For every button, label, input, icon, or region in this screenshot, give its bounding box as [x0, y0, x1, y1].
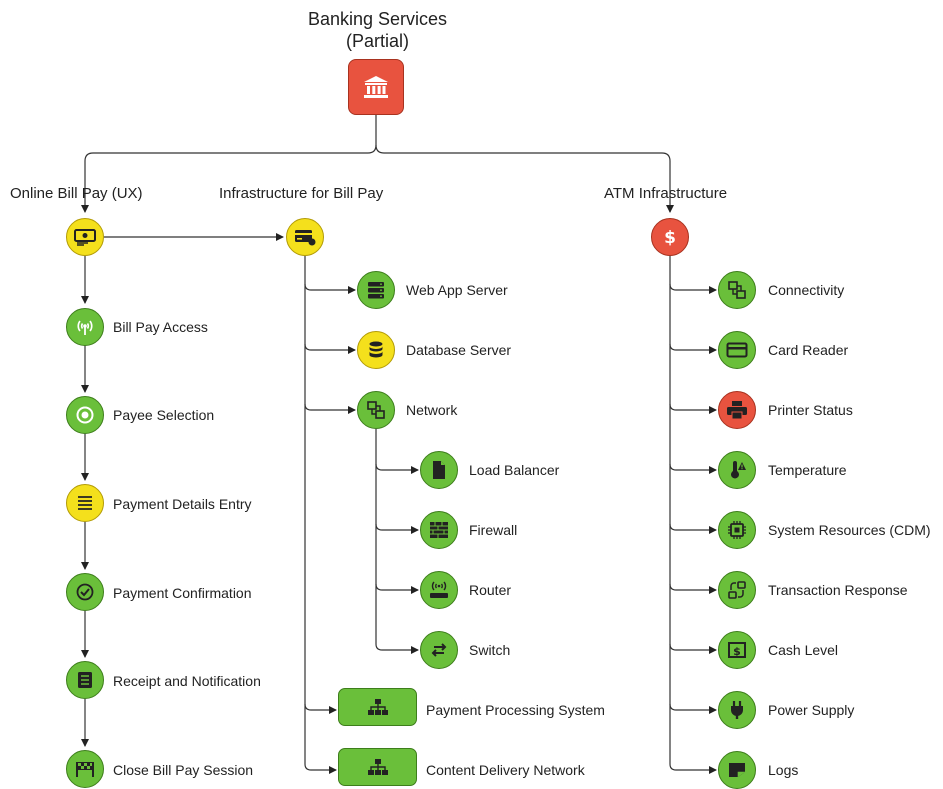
hub-online-bill-pay[interactable] [66, 218, 104, 256]
network-icon [367, 401, 385, 419]
credit-card-cash-icon [295, 230, 316, 246]
label-printer-status: Printer Status [768, 402, 853, 418]
signal-icon [77, 320, 93, 335]
check-icon [76, 583, 94, 601]
lines-icon [78, 496, 92, 510]
node-transaction-response[interactable] [718, 571, 756, 609]
label-card-reader: Card Reader [768, 342, 849, 358]
label-temperature: Temperature [768, 462, 847, 478]
note-icon [729, 763, 745, 777]
bank-icon [364, 76, 388, 98]
column-header-infra: Infrastructure for Bill Pay [219, 185, 384, 202]
money-icon [74, 229, 96, 246]
label-bill-pay-access: Bill Pay Access [113, 319, 208, 335]
label-web-app-server: Web App Server [406, 282, 508, 298]
root-node-banking-services[interactable] [348, 59, 404, 115]
node-network[interactable] [357, 391, 395, 429]
dollar-icon: $ [664, 228, 676, 248]
label-firewall: Firewall [469, 522, 518, 538]
label-cash-level: Cash Level [768, 642, 839, 658]
label-content-delivery-network: Content Delivery Network [426, 762, 585, 778]
node-temperature[interactable] [718, 451, 756, 489]
label-router: Router [469, 582, 512, 598]
node-web-app-server[interactable] [357, 271, 395, 309]
label-close-bill-pay-session: Close Bill Pay Session [113, 762, 254, 778]
node-printer-status[interactable] [718, 391, 756, 429]
label-payee-selection: Payee Selection [113, 407, 215, 423]
label-connectivity: Connectivity [768, 282, 845, 298]
node-load-balancer[interactable] [420, 451, 458, 489]
hub-infrastructure[interactable] [286, 218, 324, 256]
node-system-resources[interactable] [718, 511, 756, 549]
svg-text:$: $ [733, 645, 741, 658]
node-cash-level[interactable]: $ [718, 631, 756, 669]
hub-atm[interactable]: $ [651, 218, 689, 256]
label-payment-details-entry: Payment Details Entry [113, 496, 252, 512]
title-line-1: Banking Services [307, 9, 448, 29]
label-receipt-notification: Receipt and Notification [113, 673, 261, 689]
label-database-server: Database Server [406, 342, 512, 358]
node-firewall[interactable] [420, 511, 458, 549]
node-card-reader[interactable] [718, 331, 756, 369]
target-icon [76, 406, 94, 424]
node-database-server[interactable] [357, 331, 395, 369]
thermometer-icon [731, 461, 746, 479]
cpu-icon [728, 521, 746, 539]
credit-card-icon [726, 342, 748, 358]
label-payment-confirmation: Payment Confirmation [113, 585, 252, 601]
printer-icon [727, 401, 747, 420]
node-payee-selection[interactable] [66, 396, 104, 434]
label-power-supply: Power Supply [768, 702, 855, 718]
label-system-resources: System Resources (CDM) [768, 522, 931, 538]
network-icon [728, 281, 746, 299]
exchange-icon [728, 581, 746, 599]
node-payment-processing-system[interactable] [338, 688, 417, 726]
diagram-title: Banking Services (Partial) [275, 8, 480, 52]
plug-icon [731, 701, 743, 719]
finish-flag-icon [76, 762, 94, 777]
label-load-balancer: Load Balancer [469, 462, 560, 478]
node-content-delivery-network[interactable] [338, 748, 417, 786]
firewall-icon [430, 522, 448, 538]
node-receipt-notification[interactable] [66, 661, 104, 699]
router-icon [430, 581, 448, 598]
switch-icon [431, 643, 447, 657]
cash-icon: $ [728, 642, 746, 658]
label-switch: Switch [469, 642, 511, 658]
column-header-atm: ATM Infrastructure [604, 185, 728, 202]
hierarchy-icon [367, 759, 388, 775]
column-header-online: Online Bill Pay (UX) [10, 185, 143, 202]
label-transaction-response: Transaction Response [768, 582, 908, 598]
label-logs: Logs [768, 762, 799, 778]
title-line-2: (Partial) [345, 31, 409, 51]
node-router[interactable] [420, 571, 458, 609]
node-connectivity[interactable] [718, 271, 756, 309]
document-icon [433, 461, 445, 479]
node-logs[interactable] [718, 751, 756, 789]
server-icon [368, 282, 384, 299]
node-power-supply[interactable] [718, 691, 756, 729]
receipt-icon [78, 672, 92, 688]
node-payment-confirmation[interactable] [66, 573, 104, 611]
label-network: Network [406, 402, 458, 418]
database-icon [369, 341, 383, 358]
node-close-bill-pay-session[interactable] [66, 750, 104, 788]
node-payment-details-entry[interactable] [66, 484, 104, 522]
svg-text:$: $ [664, 228, 676, 248]
node-switch[interactable] [420, 631, 458, 669]
node-bill-pay-access[interactable] [66, 308, 104, 346]
hierarchy-icon [367, 699, 388, 715]
label-payment-processing-system: Payment Processing System [426, 702, 605, 718]
